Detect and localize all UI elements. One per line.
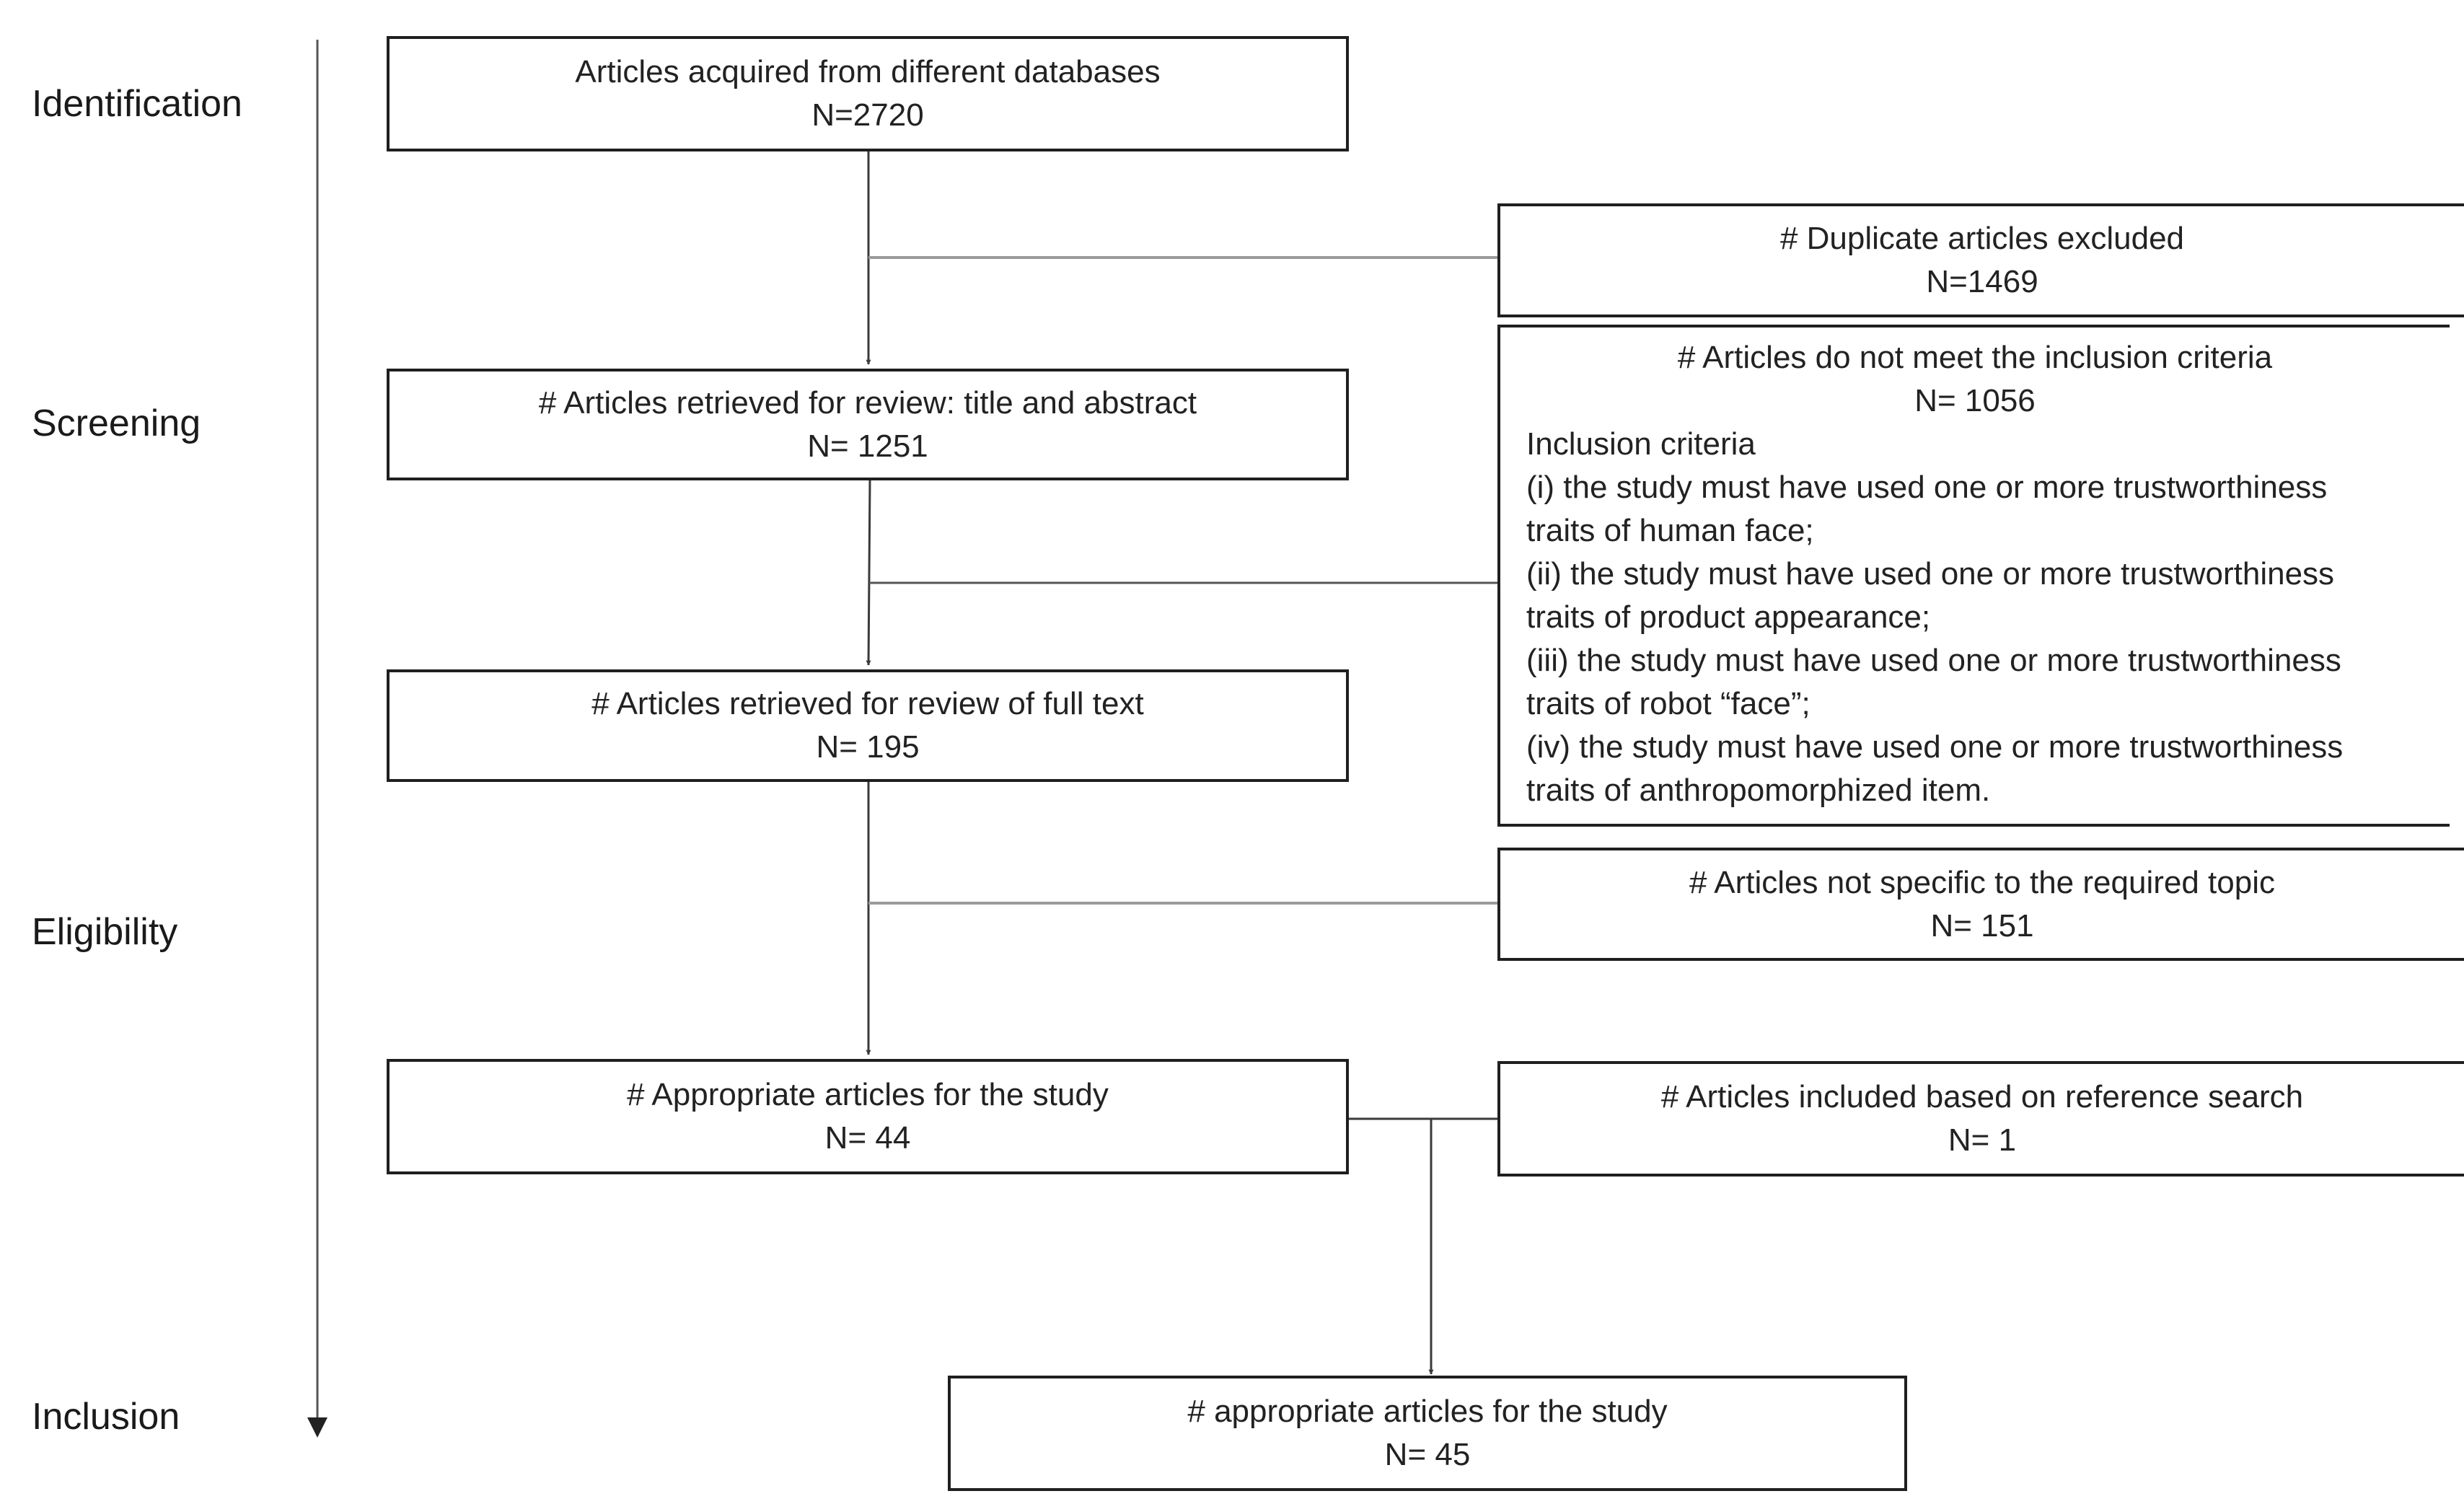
box-final-included: # appropriate articles for the study N= … [948, 1376, 1907, 1491]
box-count: N= 1 [1948, 1122, 2017, 1158]
box-full-text-review: # Articles retrieved for review of full … [387, 669, 1349, 782]
box-reference-search: # Articles included based on reference s… [1497, 1061, 2464, 1177]
criteria-heading: Inclusion criteria [1526, 426, 1756, 462]
box-count: N= 44 [824, 1120, 911, 1156]
criteria-line: traits of product appearance; [1526, 599, 1931, 635]
box-title: # Articles included based on reference s… [1660, 1079, 2304, 1114]
phase-label-eligibility: Eligibility [32, 911, 178, 953]
criteria-list: Inclusion criteria (i) the study must ha… [1500, 423, 2450, 824]
criteria-line: (iii) the study must have used one or mo… [1526, 643, 2341, 678]
box-count: N= 195 [816, 729, 920, 765]
criteria-line: traits of human face; [1526, 513, 1814, 548]
criteria-line: (ii) the study must have used one or mor… [1526, 556, 2335, 592]
arrow-screening-to-fulltext [866, 480, 871, 666]
box-title: # Duplicate articles excluded [1779, 221, 2185, 256]
box-inclusion-criteria-excluded: # Articles do not meet the inclusion cri… [1497, 325, 2450, 827]
phase-timeline-arrowhead [307, 1417, 327, 1438]
box-duplicates-excluded: # Duplicate articles excluded N=1469 [1497, 203, 2464, 317]
box-title: # appropriate articles for the study [1187, 1394, 1668, 1429]
box-not-specific-topic: # Articles not specific to the required … [1497, 848, 2464, 961]
box-count: N= 45 [1384, 1437, 1471, 1472]
box-count: N= 1251 [807, 428, 928, 464]
phase-label-inclusion: Inclusion [32, 1396, 180, 1438]
box-title: # Articles do not meet the inclusion cri… [1677, 340, 2273, 375]
box-title: # Articles retrieved for review of full … [591, 686, 1144, 721]
box-title-abstract-review: # Articles retrieved for review: title a… [387, 369, 1349, 480]
criteria-line: (i) the study must have used one or more… [1526, 470, 2328, 505]
box-count: N=1469 [1926, 264, 2038, 299]
criteria-line: (iv) the study must have used one or mor… [1526, 729, 2344, 765]
box-title: Articles acquired from different databas… [575, 54, 1161, 89]
box-title: # Articles retrieved for review: title a… [538, 384, 1197, 421]
criteria-line: traits of anthropomorphized item. [1526, 773, 1991, 808]
box-count: N= 151 [1930, 907, 2034, 944]
box-count: N=2720 [811, 97, 924, 133]
phase-label-screening: Screening [32, 403, 201, 444]
criteria-header: # Articles do not meet the inclusion cri… [1500, 327, 2450, 423]
box-articles-acquired: Articles acquired from different databas… [387, 36, 1349, 151]
box-title: # Appropriate articles for the study [627, 1077, 1109, 1112]
phase-label-identification: Identification [32, 83, 242, 125]
box-title: # Articles not specific to the required … [1689, 864, 2275, 900]
criteria-line: traits of robot “face”; [1526, 686, 1810, 721]
box-count: N= 1056 [1914, 383, 2036, 418]
box-appropriate-articles: # Appropriate articles for the study N= … [387, 1059, 1349, 1174]
